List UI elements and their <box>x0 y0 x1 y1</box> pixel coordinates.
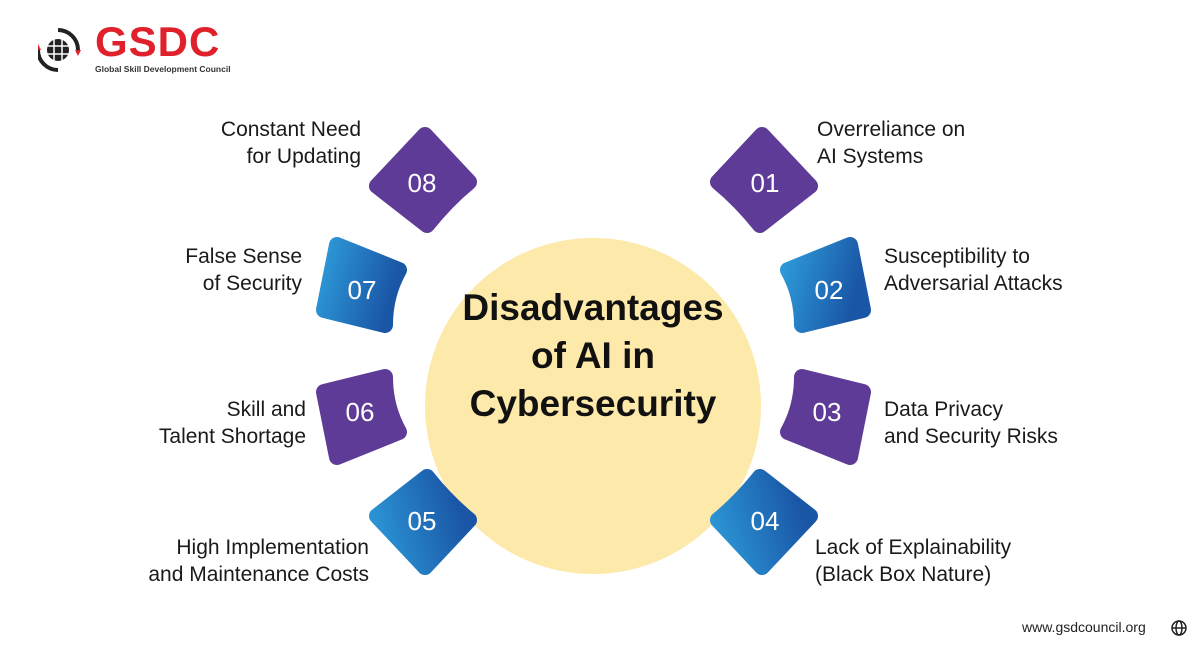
title-line: Cybersecurity <box>469 383 717 424</box>
item-label-04: Lack of Explainability(Black Box Nature) <box>815 536 1012 586</box>
badge-number: 02 <box>814 275 844 305</box>
badge-number: 07 <box>347 275 377 305</box>
badge-number: 04 <box>750 506 780 536</box>
badge-07 <box>316 237 407 333</box>
center-circle <box>425 238 761 574</box>
badge-03 <box>780 369 871 465</box>
footer-globe-icon <box>1171 620 1187 636</box>
badge-02 <box>780 237 871 333</box>
badge-05 <box>369 469 477 575</box>
title-line: of AI in <box>531 335 655 376</box>
badge-08 <box>369 127 477 233</box>
badge-number: 06 <box>345 397 375 427</box>
center-title: Disadvantages of AI in Cybersecurity <box>425 284 761 428</box>
globe-logo-icon <box>38 28 81 72</box>
badge-number: 03 <box>812 397 842 427</box>
badge-01 <box>710 127 818 233</box>
badge-06 <box>316 369 407 465</box>
logo-subtitle: Global Skill Development Council <box>95 64 231 74</box>
logo-name: GSDC <box>95 18 221 65</box>
footer-url[interactable]: www.gsdcouncil.org <box>1022 619 1146 635</box>
badge-number: 08 <box>407 168 437 198</box>
badge-04 <box>710 469 818 575</box>
badge-number: 05 <box>407 506 437 536</box>
title-line: Disadvantages <box>462 287 724 328</box>
badge-number: 01 <box>750 168 780 198</box>
